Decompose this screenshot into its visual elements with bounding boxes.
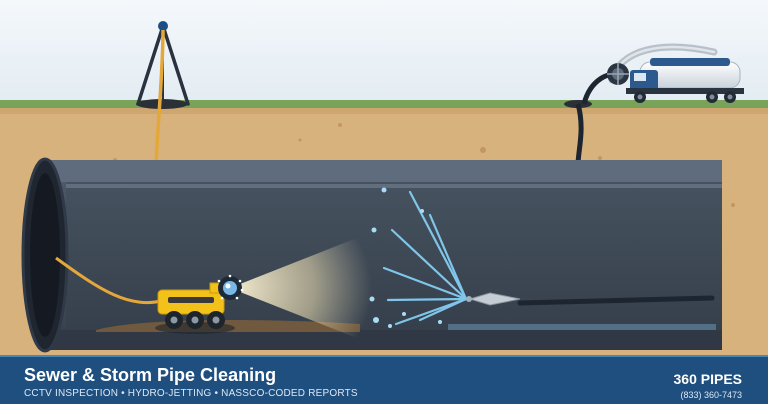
sewer-pipe bbox=[21, 157, 722, 353]
camera-cable bbox=[55, 256, 166, 305]
vacuum-truck-icon bbox=[564, 43, 744, 166]
jetting-nozzle-icon bbox=[466, 292, 715, 306]
banner-subtitle: CCTV INSPECTION • HYDRO-JETTING • NASSCO… bbox=[24, 388, 358, 399]
water-jet-spray bbox=[382, 190, 468, 326]
banner-title: Sewer & Storm Pipe Cleaning bbox=[24, 365, 277, 385]
caption-banner: Sewer & Storm Pipe Cleaning CCTV INSPECT… bbox=[0, 355, 768, 404]
brand-name: 360 PIPES bbox=[673, 371, 743, 387]
camera-light-beam bbox=[230, 232, 372, 344]
grass-strip bbox=[0, 100, 768, 108]
water-droplets bbox=[369, 187, 442, 328]
cctv-crawler-robot-icon bbox=[155, 274, 244, 334]
phone-number: (833) 360-7473 bbox=[680, 390, 742, 400]
tripod-winch-icon bbox=[136, 21, 190, 166]
soil-specks bbox=[113, 123, 735, 207]
